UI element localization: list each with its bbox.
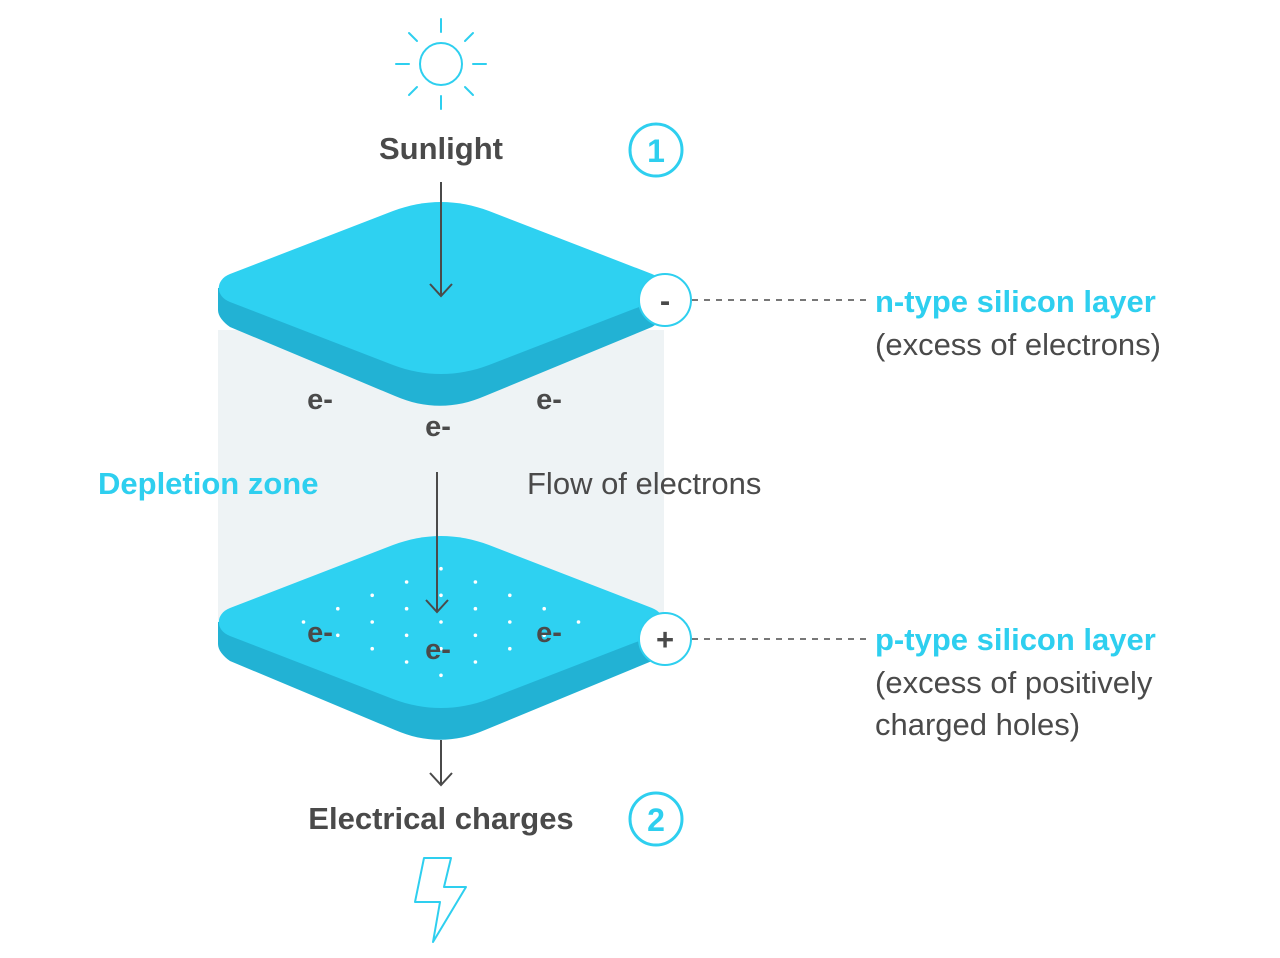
hole-dot	[473, 606, 478, 611]
lightning-bolt-icon	[414, 857, 467, 943]
hole-dot	[439, 566, 443, 571]
negative-terminal-symbol: -	[660, 283, 670, 318]
step-1-badge: 1	[628, 122, 684, 178]
sunlight-label: Sunlight	[379, 131, 503, 166]
hole-dot	[370, 646, 375, 651]
electron-label: e-	[425, 634, 451, 666]
output-arrow	[429, 740, 453, 787]
hole-dot	[404, 660, 409, 664]
n-type-description: (excess of electrons)	[875, 327, 1161, 362]
sunlight-arrow	[429, 182, 453, 298]
p-type-description-line2: charged holes)	[875, 707, 1080, 742]
electrical-charges-label: Electrical charges	[308, 801, 573, 836]
hole-dot	[508, 646, 512, 651]
p-type-layer	[218, 536, 664, 740]
positive-terminal-symbol: +	[656, 622, 674, 657]
depletion-zone-label: Depletion zone	[98, 466, 318, 501]
step-2-badge: 2	[628, 791, 684, 847]
hole-dot	[439, 593, 443, 598]
hole-dot	[439, 673, 443, 678]
electron-flow-arrow	[425, 472, 449, 614]
hole-dot	[439, 646, 443, 651]
electron-label: e-	[425, 411, 451, 443]
step-1-number: 1	[647, 133, 665, 169]
hole-dot	[404, 633, 409, 638]
hole-dot	[404, 606, 409, 611]
hole-dot	[301, 620, 306, 624]
hole-dot	[542, 606, 546, 611]
hole-dot	[473, 660, 478, 664]
electron-label: e-	[536, 617, 562, 649]
hole-dot	[508, 620, 512, 624]
hole-dot	[473, 580, 478, 584]
positive-terminal: +	[638, 612, 692, 666]
electron-label: e-	[536, 384, 562, 416]
n-type-title: n-type silicon layer	[875, 284, 1156, 319]
step-2-number: 2	[647, 802, 665, 838]
hole-dot	[508, 593, 512, 598]
hole-dot	[473, 633, 478, 638]
electron-label: e-	[307, 384, 333, 416]
hole-dot	[576, 620, 581, 624]
positive-holes	[301, 566, 581, 678]
p-type-title: p-type silicon layer	[875, 622, 1156, 657]
hole-dot	[336, 606, 340, 611]
hole-dot	[336, 633, 340, 638]
hole-dot	[439, 620, 443, 624]
hole-dot	[404, 580, 409, 584]
p-type-description-line1: (excess of positively	[875, 665, 1153, 700]
sun-icon	[395, 18, 487, 110]
electron-label: e-	[307, 617, 333, 649]
hole-dot	[370, 620, 375, 624]
hole-dot	[370, 593, 375, 598]
negative-terminal: -	[638, 273, 692, 327]
hole-dot	[542, 633, 546, 638]
flow-of-electrons-label: Flow of electrons	[527, 466, 761, 501]
